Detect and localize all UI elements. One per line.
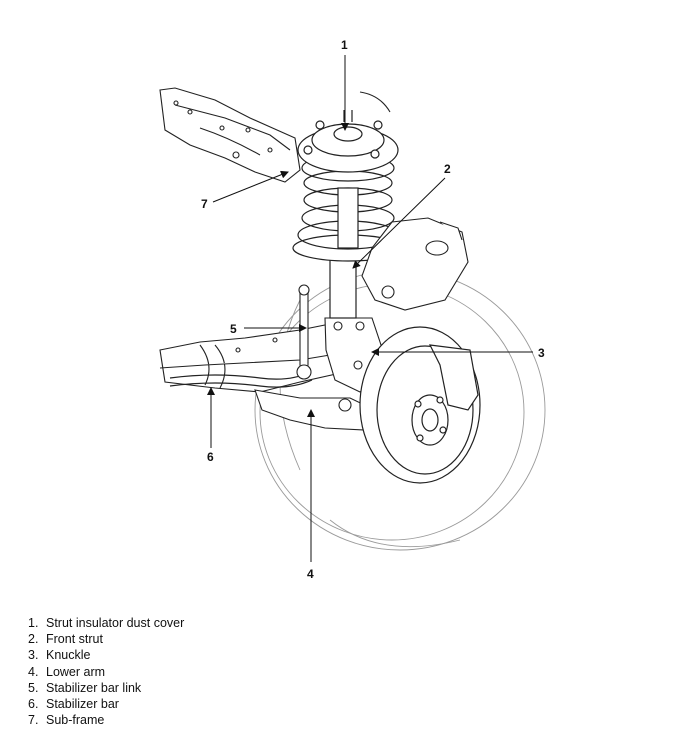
suspension-diagram: 1 2 3 4 5 6 7 [159,38,546,581]
callout-5: 5 [230,322,237,336]
leader-lines [207,55,533,562]
parts-legend: 1.Strut insulator dust cover 2.Front str… [28,615,184,728]
upper-bracket-illustration [361,217,469,311]
callout-6: 6 [207,450,214,464]
legend-item: 7.Sub-frame [28,713,105,728]
leader-line-7 [212,170,289,203]
callout-3: 3 [538,346,545,360]
legend-item: 3.Knuckle [28,648,91,663]
legend-item: 5.Stabilizer bar link [28,680,142,695]
legend-item: 4.Lower arm [28,664,106,679]
sub-frame-illustration [159,87,391,183]
leader-line-2 [352,177,446,269]
legend-item: 2.Front strut [28,632,103,647]
callout-4: 4 [307,567,314,581]
strut-insulator-illustration [297,110,399,173]
callout-7: 7 [201,197,208,211]
callout-1: 1 [341,38,348,52]
stabilizer-bar-illustration [169,371,313,388]
legend-item: 1.Strut insulator dust cover [28,616,185,630]
callout-2: 2 [444,162,451,176]
brake-disc-illustration [359,326,481,484]
legend-item: 6.Stabilizer bar [28,697,119,712]
lower-arm-illustration [254,389,376,431]
